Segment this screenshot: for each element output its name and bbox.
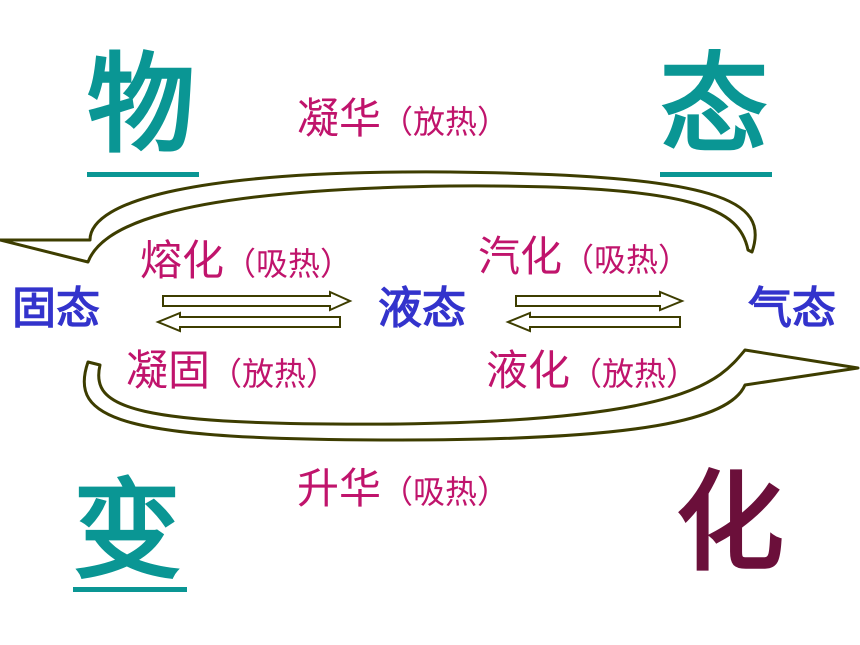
process-liquefaction-name: 液化 (486, 346, 571, 395)
title-char-wu: 物 (87, 43, 196, 168)
freezing-arrow (155, 311, 341, 333)
process-freezing: 凝固（放热） (126, 350, 338, 392)
process-vaporization-name: 汽化 (478, 232, 563, 281)
process-sublimation-name: 升华 (297, 464, 382, 513)
process-melting: 熔化（吸热） (140, 240, 352, 282)
process-freezing-note: （放热） (210, 355, 339, 393)
process-deposition-note: （放热） (381, 103, 510, 141)
state-liquid-label: 液态 (378, 283, 466, 334)
vaporization-arrow (515, 290, 685, 312)
process-deposition-name: 凝华 (297, 94, 382, 143)
process-melting-note: （吸热） (224, 245, 353, 283)
title-char-tai-underline (660, 172, 772, 177)
title-char-wu-underline (87, 172, 199, 177)
title-char-bian: 变 (73, 469, 182, 594)
process-melting-name: 熔化 (140, 236, 225, 285)
melting-arrow (162, 290, 353, 312)
process-sublimation: 升华（吸热） (297, 468, 509, 510)
process-vaporization: 汽化（吸热） (478, 236, 690, 278)
process-liquefaction-note: （放热） (570, 355, 699, 393)
process-sublimation-note: （吸热） (381, 473, 510, 511)
sublimation-loop-arrow (82, 348, 860, 442)
title-char-hua: 化 (676, 461, 785, 586)
title-char-bian-underline (73, 587, 187, 592)
title-char-tai: 态 (660, 43, 769, 168)
process-freezing-name: 凝固 (126, 346, 211, 395)
state-solid-label: 固态 (12, 283, 100, 334)
process-vaporization-note: （吸热） (562, 241, 691, 279)
state-gas-label: 气态 (748, 283, 836, 334)
process-liquefaction: 液化（放热） (486, 350, 698, 392)
process-deposition: 凝华（放热） (297, 98, 509, 140)
deposition-loop-arrow (0, 170, 757, 264)
liquefaction-arrow (505, 311, 681, 333)
